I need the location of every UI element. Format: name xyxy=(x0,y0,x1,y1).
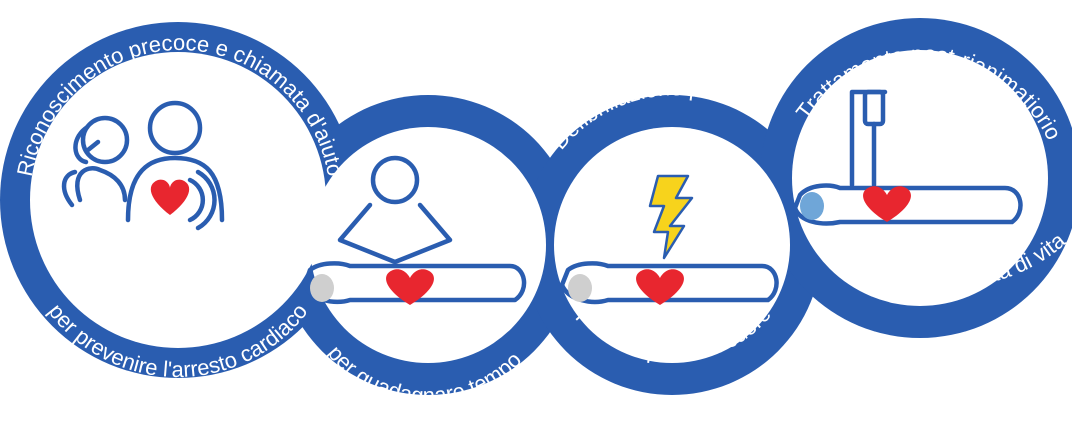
iv-drip-patient-icon xyxy=(792,89,1023,226)
cpr-compression-icon xyxy=(302,155,527,305)
phone-call-rescuer-icon xyxy=(61,100,225,231)
defibrillation-lightning-icon xyxy=(559,174,779,305)
link-cpr-title: RCP precoce xyxy=(353,58,497,101)
